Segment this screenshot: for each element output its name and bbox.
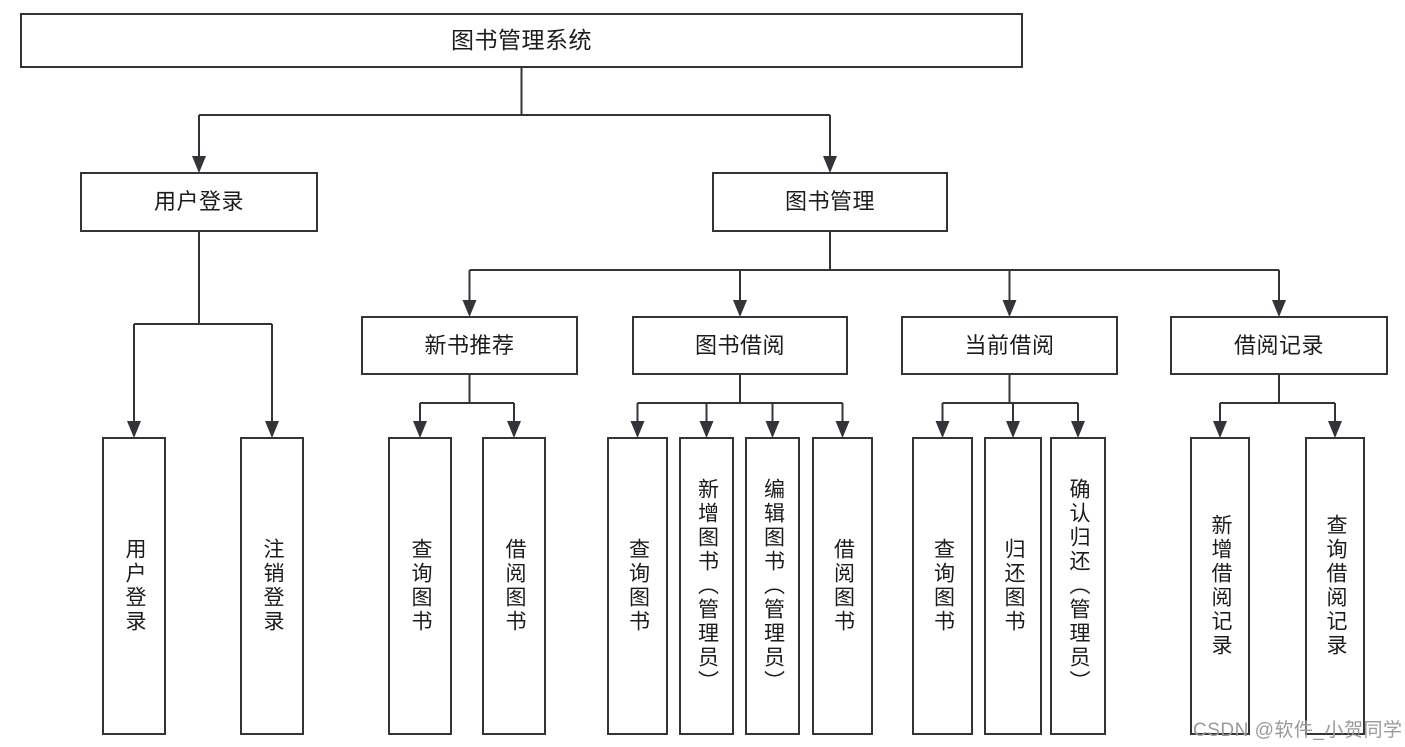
node-label: 当前借阅 (964, 332, 1055, 358)
node-leaf-borrow-book-1[interactable]: 借阅图书 (482, 437, 546, 735)
node-label: 图书管理系统 (451, 26, 592, 53)
node-borrow-record[interactable]: 借阅记录 (1170, 316, 1388, 375)
node-leaf-return-book[interactable]: 归还图书 (984, 437, 1042, 735)
arrow-head-icon (699, 421, 714, 438)
node-leaf-logout[interactable]: 注销登录 (240, 437, 304, 735)
node-current-borrow[interactable]: 当前借阅 (901, 316, 1118, 375)
arrow-head-icon (127, 421, 141, 438)
arrow-head-icon (835, 421, 850, 438)
node-label: 注销登录 (261, 538, 285, 634)
arrow-head-icon (507, 421, 521, 438)
arrow-head-icon (630, 421, 645, 438)
node-leaf-confirm-return[interactable]: 确认归还（管理员） (1050, 437, 1106, 735)
node-book-borrow[interactable]: 图书借阅 (632, 316, 848, 375)
node-book-manage[interactable]: 图书管理 (712, 172, 948, 232)
node-new-book-recommend[interactable]: 新书推荐 (361, 316, 578, 375)
arrow-head-icon (765, 421, 780, 438)
node-label: 确认归还（管理员） (1067, 478, 1091, 694)
node-root[interactable]: 图书管理系统 (20, 13, 1023, 68)
node-leaf-add-book[interactable]: 新增图书（管理员） (679, 437, 734, 735)
node-label: 用户登录 (153, 189, 244, 215)
node-label: 查询图书 (931, 538, 955, 634)
node-label: 新增借阅记录 (1209, 514, 1233, 658)
node-leaf-query-record[interactable]: 查询借阅记录 (1305, 437, 1365, 735)
node-leaf-query-book-3[interactable]: 查询图书 (912, 437, 973, 735)
node-label: 归还图书 (1002, 538, 1026, 634)
node-label: 用户登录 (123, 538, 147, 634)
node-label: 新增图书（管理员） (695, 478, 719, 694)
node-label: 新书推荐 (424, 332, 515, 358)
node-leaf-query-book-2[interactable]: 查询图书 (607, 437, 668, 735)
node-leaf-add-record[interactable]: 新增借阅记录 (1190, 437, 1250, 735)
arrow-head-icon (462, 300, 477, 317)
arrow-head-icon (1328, 421, 1342, 438)
node-label: 借阅记录 (1233, 332, 1324, 358)
arrow-head-icon (733, 300, 747, 317)
arrow-head-icon (935, 421, 950, 438)
arrow-head-icon (1213, 421, 1227, 438)
node-leaf-borrow-book-2[interactable]: 借阅图书 (812, 437, 873, 735)
node-label: 查询图书 (409, 538, 433, 634)
node-user-login[interactable]: 用户登录 (80, 172, 318, 232)
arrow-head-icon (1272, 300, 1286, 317)
node-leaf-query-book-1[interactable]: 查询图书 (388, 437, 452, 735)
arrow-head-icon (823, 156, 837, 173)
node-label: 借阅图书 (503, 538, 527, 634)
arrow-head-icon (1071, 421, 1085, 438)
arrow-head-icon (1006, 421, 1020, 438)
node-leaf-edit-book[interactable]: 编辑图书（管理员） (745, 437, 800, 735)
node-leaf-user-login[interactable]: 用户登录 (102, 437, 166, 735)
node-label: 查询借阅记录 (1324, 514, 1348, 658)
arrow-head-icon (192, 156, 206, 173)
node-label: 图书借阅 (694, 332, 785, 358)
arrow-head-icon (265, 421, 279, 438)
node-label: 编辑图书（管理员） (761, 478, 785, 694)
node-label: 图书管理 (784, 189, 875, 215)
arrow-head-icon (413, 421, 427, 438)
node-label: 查询图书 (626, 538, 650, 634)
arrow-head-icon (1002, 300, 1017, 317)
node-label: 借阅图书 (831, 538, 855, 634)
